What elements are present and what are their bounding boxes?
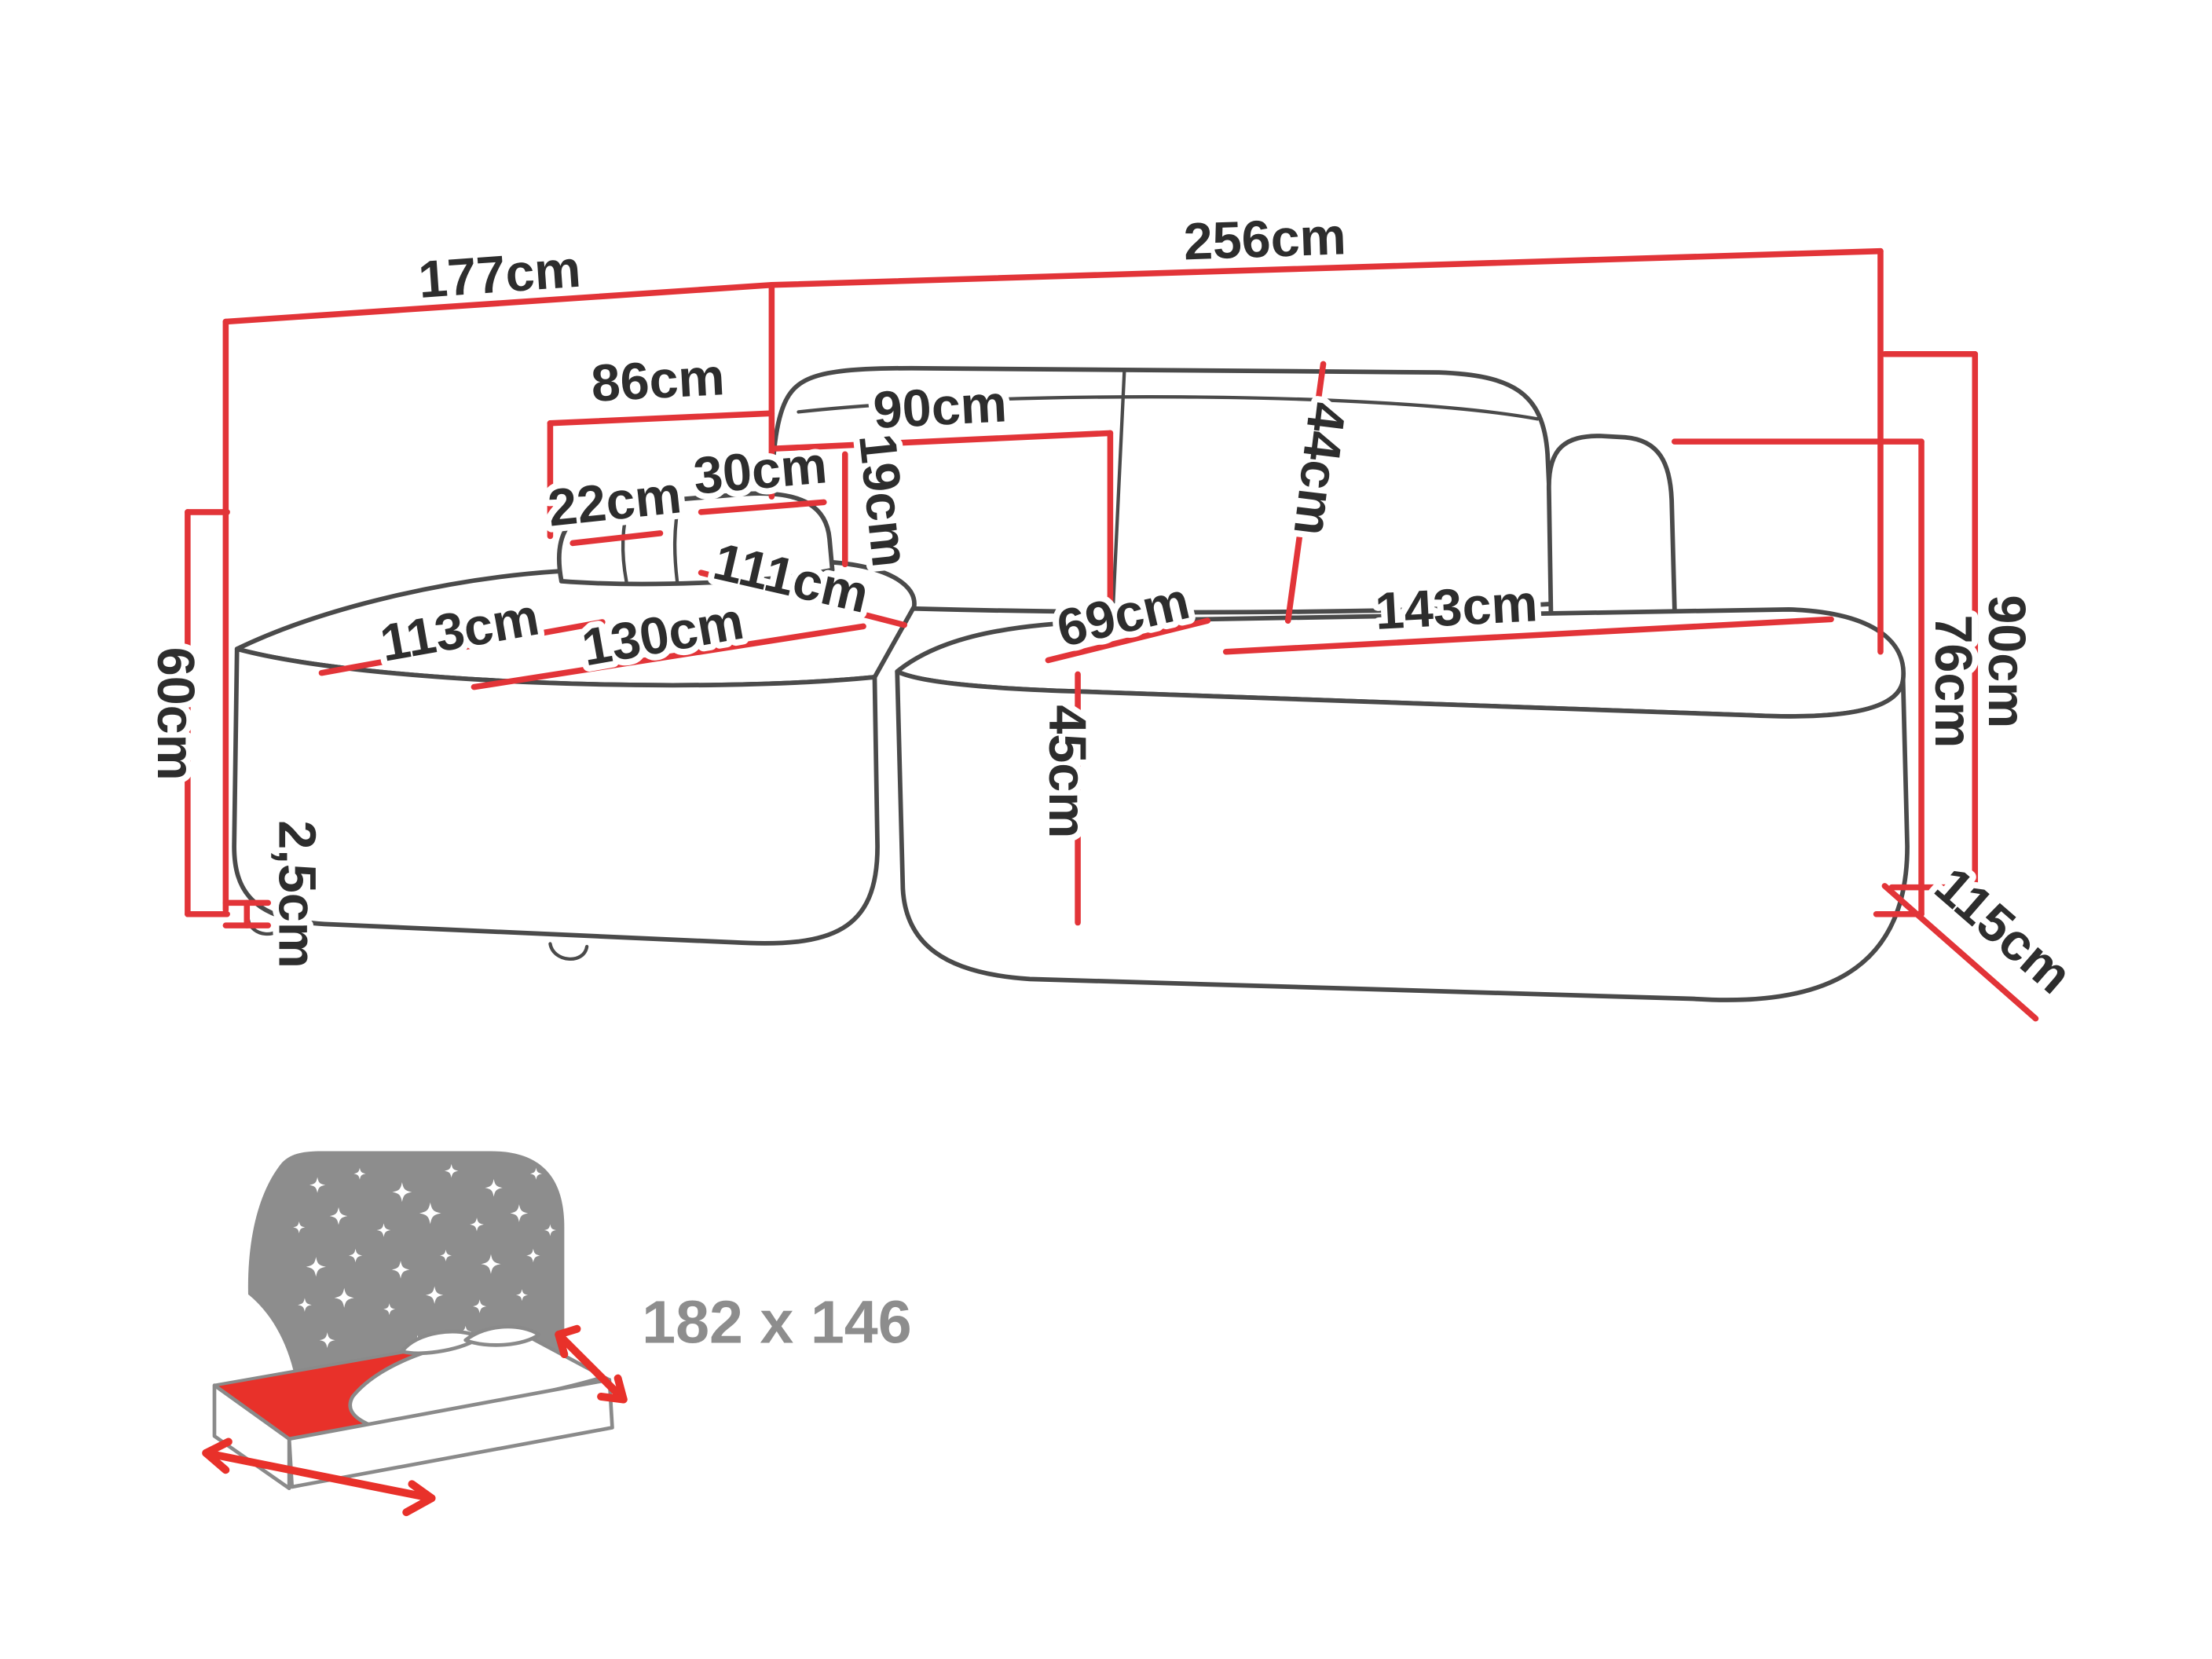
dimension-label-86: 86cm: [590, 348, 727, 413]
dimension-30-line: [698, 499, 827, 515]
chaise-armrest-seam-2: [672, 496, 682, 584]
bed-length-arrow: [202, 1437, 436, 1517]
arrow-head-right: [402, 1480, 436, 1517]
sleeping-function-icon: 182 x 146: [101, 1151, 917, 1559]
bed-width-arrow: [555, 1324, 628, 1404]
chaise-armrest-seam-1: [621, 500, 632, 584]
backrest-divider-seam: [1111, 369, 1126, 610]
dimension-top-widths: [222, 247, 1884, 914]
dimension-label-177: 177cm: [416, 240, 583, 309]
dimension-143-line: [1222, 616, 1834, 655]
dimension-130-line: [471, 623, 866, 690]
dimension-label-143: 143cm: [1374, 574, 1539, 641]
dimension-113-line: [318, 619, 606, 676]
dimension-line: [771, 430, 1114, 452]
sofa-foot-mid: [548, 942, 589, 961]
sleeping-area-label: 182 x 146: [642, 1289, 912, 1357]
dimension-line: [547, 410, 775, 427]
dimension-label-256: 256cm: [1183, 207, 1347, 271]
backrest-top-seam: [797, 395, 1540, 421]
backrest-cushions: [770, 365, 1557, 615]
right-front-panel: [895, 668, 1910, 1002]
dimension-label-30: 30cm: [691, 436, 830, 506]
sofa-outline: [232, 365, 1910, 1002]
dimension-lines: [185, 247, 2039, 1022]
dimension-label-60: 60cm: [146, 647, 204, 781]
dimension-86: [547, 410, 775, 540]
arrow-head-top: [555, 1324, 581, 1359]
dimension-label-115: 115cm: [1924, 856, 2082, 1005]
dimension-label-76: 76cm: [1924, 614, 1982, 748]
dimension-label-22: 22cm: [545, 466, 684, 537]
dimension-90-height: [1881, 351, 1979, 891]
arrow-line: [202, 1448, 436, 1503]
arrow-line: [555, 1331, 628, 1404]
dimension-44-line: [1284, 361, 1327, 624]
dimension-69-line: [1045, 617, 1211, 664]
dimension-22-line: [569, 530, 664, 547]
chaise-front-panel: [232, 646, 880, 946]
dimension-label-90-back: 90cm: [872, 375, 1009, 440]
dimension-label-2-5: 2,5cm: [268, 820, 326, 968]
bed-pillow-right: [463, 1324, 541, 1347]
dimension-label-90-height: 90cm: [1977, 595, 2035, 728]
arrow-head-left: [202, 1437, 233, 1474]
dimension-111-line: [698, 569, 907, 628]
dimension-90-back: [771, 430, 1114, 621]
dimension-2-5: [222, 899, 271, 928]
headboard-crescent-cut: [101, 1276, 299, 1559]
dimension-label-45: 45cm: [1038, 705, 1096, 838]
arrow-head-bottom: [597, 1374, 628, 1404]
dimension-115-line: [1881, 883, 2039, 1022]
dimension-60: [185, 509, 230, 917]
